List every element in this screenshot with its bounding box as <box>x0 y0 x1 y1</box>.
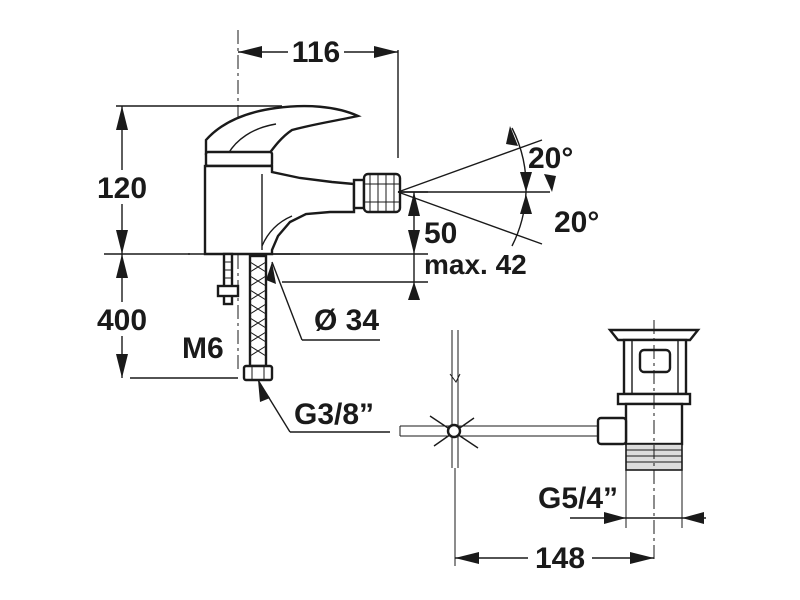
angle-up-label: 20° <box>528 142 573 175</box>
flex-hose <box>242 254 274 382</box>
dimension-400-label: 400 <box>97 304 147 337</box>
thread-m6-label: M6 <box>182 332 224 365</box>
mixer-body <box>188 30 402 370</box>
angle-down-label: 20° <box>554 206 599 239</box>
g54-dimension: G5/4” <box>538 470 706 528</box>
lever-handle <box>204 104 362 164</box>
dimension-50-label: 50 <box>424 217 457 250</box>
g38-callout: G3/8” <box>257 379 390 433</box>
dimension-116-label: 116 <box>292 36 340 69</box>
dimension-148-label: 148 <box>535 542 585 575</box>
max-42-label: max. 42 <box>424 249 527 280</box>
dimension-148: 148 <box>454 468 654 575</box>
diameter-34-label: Ø 34 <box>314 304 379 337</box>
dimension-50: 50 max. 42 <box>268 191 527 300</box>
dimension-120-label: 120 <box>97 172 147 205</box>
dimension-400: 400 <box>92 253 238 379</box>
cartridge-cap <box>204 150 274 168</box>
g38-label: G3/8” <box>294 398 374 431</box>
under-deck-connections <box>216 252 274 382</box>
angle-dimensions: 20° 20° <box>397 126 599 247</box>
mixer-body-shape <box>203 164 356 256</box>
pop-up-waste <box>399 320 701 560</box>
nozzle <box>352 172 402 214</box>
g54-label: G5/4” <box>538 482 618 515</box>
diameter-34-callout: Ø 34 <box>266 261 380 341</box>
dimension-116: 116 <box>238 34 399 158</box>
dimension-120: 120 <box>92 105 282 254</box>
